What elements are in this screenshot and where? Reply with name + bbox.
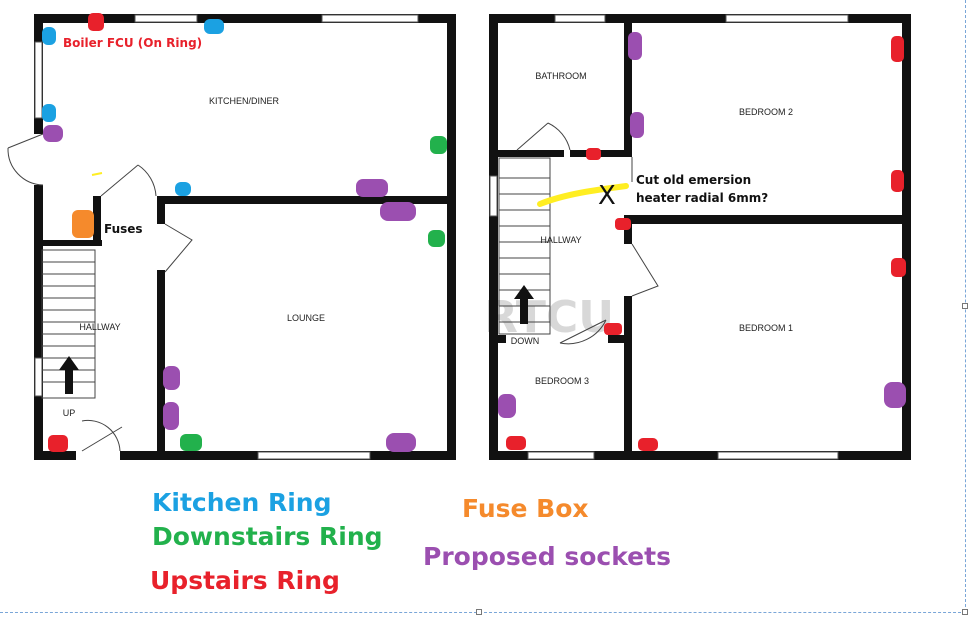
downstairs-ring-sockets <box>180 136 447 451</box>
proposed-socket <box>43 125 63 142</box>
cut-wire-highlight <box>91 172 103 176</box>
upstairs-ring-sockets <box>48 13 906 452</box>
kitchen-ring-sockets <box>42 19 224 196</box>
downstairs-doors <box>7 133 193 452</box>
stairs-label-down: DOWN <box>511 336 540 346</box>
upstairs-socket <box>891 36 904 62</box>
boiler-fcu-note: Boiler FCU (On Ring) <box>63 36 202 50</box>
downstairs-windows <box>34 14 419 460</box>
fuses-note: Fuses <box>104 222 143 236</box>
cut-note-line1: Cut old emersion <box>636 173 751 187</box>
upstairs-socket <box>891 170 904 192</box>
upstairs-socket <box>48 435 68 452</box>
upstairs-doors <box>516 122 659 345</box>
room-label-hallway-down: HALLWAY <box>79 322 120 332</box>
downstairs-socket <box>428 230 445 247</box>
downstairs-socket <box>180 434 202 451</box>
selection-frame-bottom <box>0 612 966 613</box>
room-label-bedroom2: BEDROOM 2 <box>739 107 793 117</box>
room-label-kitchen: KITCHEN/DINER <box>209 96 280 106</box>
upstairs-socket <box>604 323 622 335</box>
room-label-lounge: LOUNGE <box>287 313 325 323</box>
room-label-bathroom: BATHROOM <box>535 71 586 81</box>
immersion-radial-highlight <box>537 183 629 207</box>
cut-mark: X <box>598 181 616 211</box>
kitchen-socket <box>204 19 224 34</box>
legend-kitchen-ring: Kitchen Ring <box>152 488 332 517</box>
upstairs-socket <box>891 258 906 277</box>
legend-downstairs-ring: Downstairs Ring <box>152 522 383 551</box>
upstairs-socket <box>586 148 601 160</box>
stairs-label-up: UP <box>63 408 76 418</box>
proposed-socket <box>163 402 179 430</box>
cut-note-line2: heater radial 6mm? <box>636 191 768 205</box>
upstairs-socket <box>638 438 658 451</box>
proposed-socket <box>630 112 644 138</box>
fuse-box-mark <box>72 210 94 238</box>
downstairs-walls <box>34 14 456 460</box>
upstairs-socket <box>615 218 631 230</box>
resize-handle-right[interactable] <box>962 303 968 309</box>
room-label-bedroom1: BEDROOM 1 <box>739 323 793 333</box>
proposed-socket <box>884 382 906 408</box>
proposed-socket <box>380 202 416 221</box>
proposed-sockets <box>43 32 906 452</box>
proposed-socket <box>356 179 388 197</box>
upstairs-walls <box>489 14 911 460</box>
legend-fuse-box: Fuse Box <box>462 494 589 523</box>
up-arrow-icon <box>59 356 79 394</box>
legend-upstairs-ring: Upstairs Ring <box>150 566 340 595</box>
kitchen-socket <box>42 27 56 45</box>
room-label-hallway-up: HALLWAY <box>540 235 581 245</box>
upstairs-socket <box>88 13 104 31</box>
proposed-socket <box>386 433 416 452</box>
upstairs-windows <box>489 14 849 460</box>
fuse-box <box>72 210 94 238</box>
proposed-socket <box>498 394 516 418</box>
down-arrow-icon <box>514 285 534 324</box>
kitchen-socket <box>175 182 191 196</box>
upstairs-socket <box>506 436 526 450</box>
downstairs-stairs <box>41 249 96 399</box>
legend-proposed-sockets: Proposed sockets <box>423 542 671 571</box>
resize-handle-bottom[interactable] <box>476 609 482 615</box>
proposed-socket <box>628 32 642 60</box>
kitchen-socket <box>42 104 56 122</box>
room-label-bedroom3: BEDROOM 3 <box>535 376 589 386</box>
downstairs-socket <box>430 136 447 154</box>
resize-handle-corner[interactable] <box>962 609 968 615</box>
proposed-socket <box>163 366 180 390</box>
upstairs-stairs <box>498 157 551 335</box>
